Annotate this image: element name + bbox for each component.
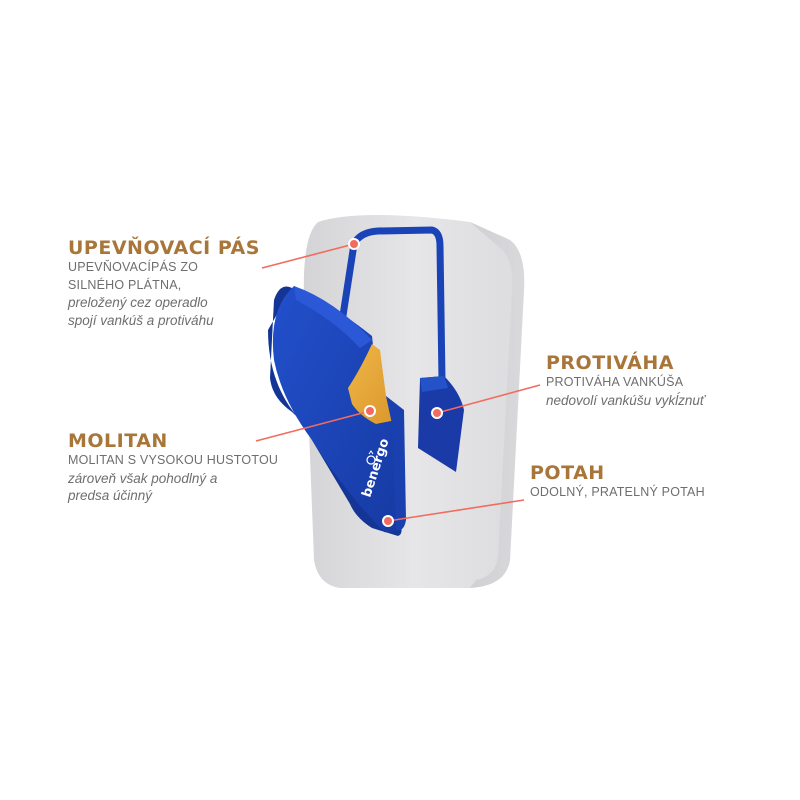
callout-cover: POTAH ODOLNÝ, PRATELNÝ POTAH [530, 462, 705, 502]
brand-logo-mark [366, 450, 376, 465]
pointer-line-counterweight [436, 384, 541, 414]
counterweight [418, 376, 464, 472]
lumbar-cushion [268, 286, 406, 536]
callout-foam-line2: zároveň však pohodlný a [68, 470, 218, 486]
pointer-dot-counterweight [431, 407, 443, 419]
pointer-dot-foam [364, 405, 376, 417]
callout-strap: UPEVŇOVACÍ PÁS UPEVŇOVACÍPÁS ZO SILNÉHO … [68, 237, 260, 329]
callout-strap-line3: preložený cez operadlo [68, 295, 208, 310]
pointer-line-cover [387, 499, 525, 522]
callout-strap-line1: UPEVŇOVACÍPÁS ZO [68, 260, 199, 274]
strap [338, 226, 446, 384]
callout-strap-title: UPEVŇOVACÍ PÁS [68, 237, 260, 259]
callout-counterweight-title: PROTIVÁHA [546, 352, 674, 374]
callout-foam-line3: predsa účinný [68, 488, 153, 503]
callout-cover-line1: ODOLNÝ, PRATELNÝ POTAH [530, 485, 705, 499]
callout-strap-line2: SILNÉHO PLÁTNA, [68, 277, 182, 292]
callout-cover-title: POTAH [530, 462, 605, 484]
pointer-line-strap [261, 243, 355, 269]
pointer-dots [348, 238, 443, 527]
callout-foam: MOLITAN MOLITAN S VYSOKOU HUSTOTOU zárov… [68, 430, 278, 505]
callout-foam-line1: MOLITAN S VYSOKOU HUSTOTOU [68, 453, 279, 467]
pointer-dot-cover [382, 515, 394, 527]
pointer-lines [255, 243, 541, 522]
callout-foam-title: MOLITAN [68, 430, 168, 452]
callout-counterweight-line1: PROTIVÁHA VANKÚŠA [546, 375, 684, 389]
callout-counterweight-line2: nedovolí vankúšu vykĺznuť [546, 392, 705, 408]
callout-counterweight: PROTIVÁHA PROTIVÁHA VANKÚŠA nedovolí van… [546, 352, 705, 409]
callout-strap-line4: spojí vankúš a protiváhu [68, 312, 214, 328]
pointer-dot-strap [348, 238, 360, 250]
pointer-line-foam [255, 410, 371, 442]
